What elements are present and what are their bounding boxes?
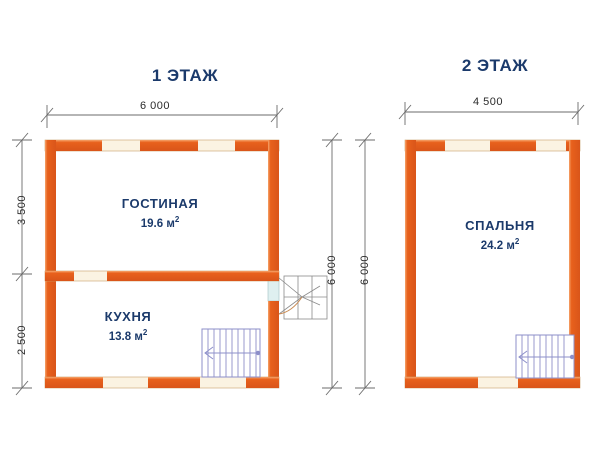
room-area-unit-kitchen: м: [134, 330, 143, 343]
room-label-kitchen: КУХНЯ 13.8 м2: [58, 309, 198, 345]
floor1-dimension-lines: [12, 105, 342, 396]
floor1-staircase: [201, 328, 261, 378]
floor1-walls: [44, 139, 280, 389]
room-area-unit-sup-bedroom: 2: [514, 237, 520, 246]
dimension-floor1-width: 6 000: [140, 100, 171, 112]
room-name-living-room: ГОСТИНАЯ: [121, 196, 199, 211]
dimension-floor2-depth: 6 000: [359, 254, 371, 285]
dimension-floor2-width: 4 500: [473, 96, 504, 108]
room-area-living-room: 19.6 м2: [75, 212, 245, 232]
dimension-floor1-left-lower: 2 500: [16, 324, 28, 355]
room-label-bedroom: СПАЛЬНЯ 24.2 м2: [415, 218, 585, 254]
room-name-bedroom: СПАЛЬНЯ: [465, 218, 535, 233]
dimension-floor1-depth: 6 000: [326, 254, 338, 285]
floor1-entrance-porch: [278, 275, 328, 320]
room-area-kitchen: 13.8 м2: [58, 325, 198, 345]
room-area-bedroom: 24.2 м2: [415, 234, 585, 254]
room-area-unit-bedroom: м: [506, 239, 515, 252]
floor2-dimension-lines: [355, 102, 585, 396]
room-area-unit-sup-living-room: 2: [174, 215, 180, 224]
room-name-kitchen: КУХНЯ: [104, 309, 152, 324]
room-area-unit-sup-kitchen: 2: [142, 328, 148, 337]
room-area-unit-living-room: м: [166, 217, 175, 230]
floor-2-title: 2 ЭТАЖ: [461, 56, 529, 75]
floor-1-title: 1 ЭТАЖ: [151, 66, 219, 85]
room-area-value-bedroom: 24.2: [480, 239, 504, 252]
room-area-value-kitchen: 13.8: [108, 330, 132, 343]
floor2-walls: [404, 139, 581, 389]
room-area-value-living-room: 19.6: [140, 217, 164, 230]
room-label-living-room: ГОСТИНАЯ 19.6 м2: [75, 196, 245, 232]
dimension-floor1-left-upper: 3 500: [16, 194, 28, 225]
floor2-staircase: [515, 334, 575, 379]
